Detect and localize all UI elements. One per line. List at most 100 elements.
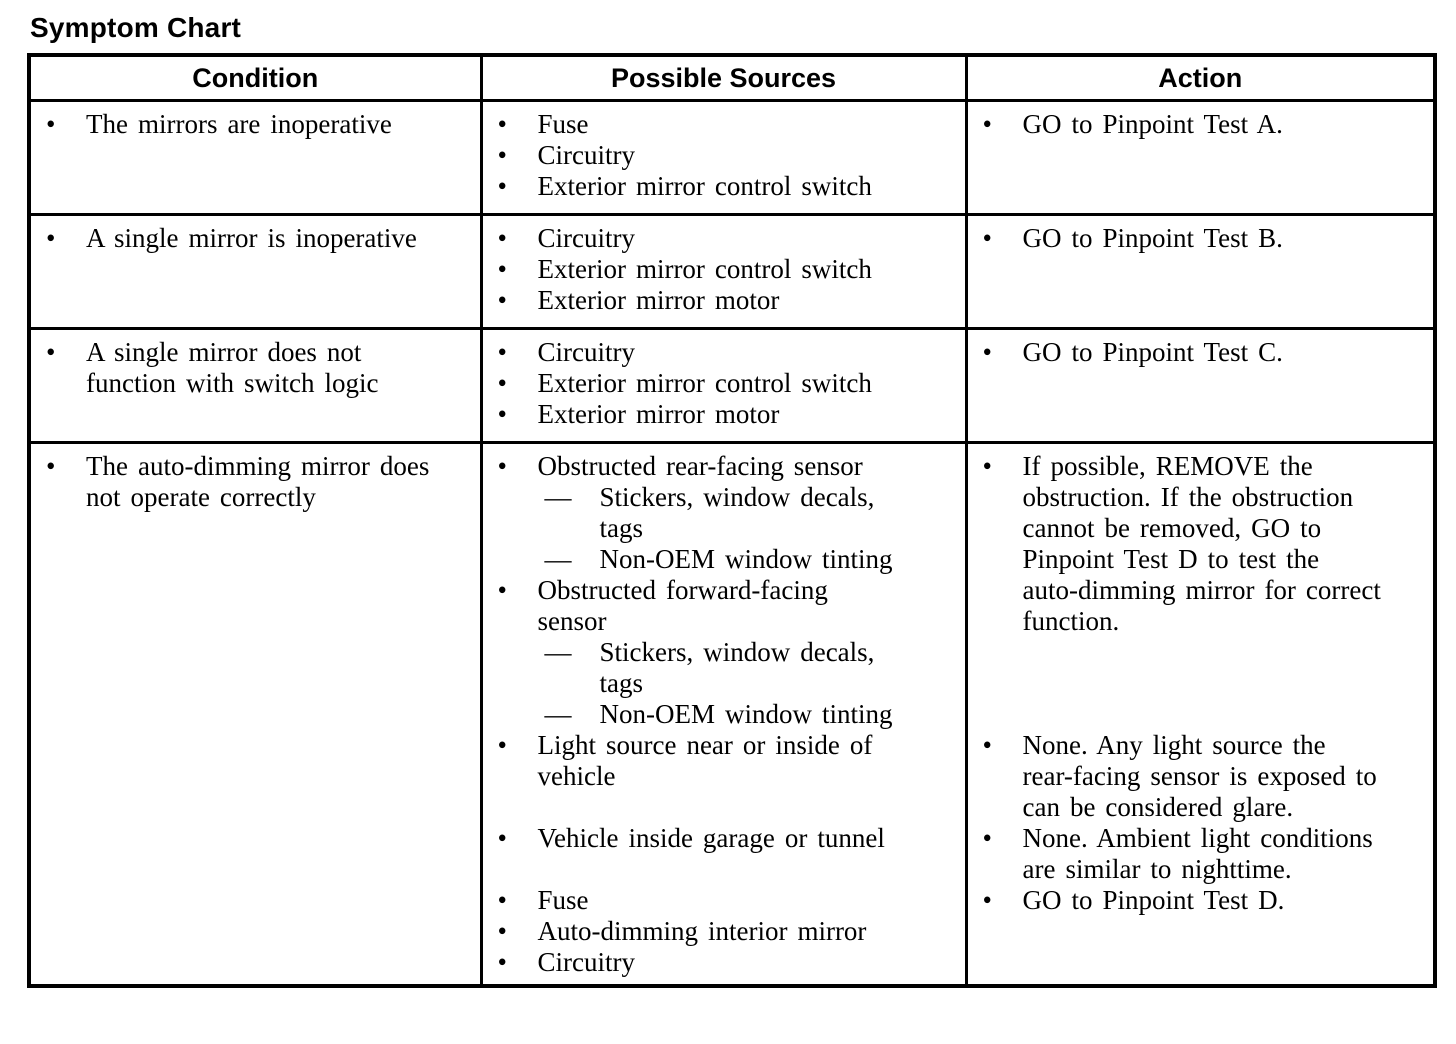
source-item: • Exterior mirror control switch <box>498 171 957 202</box>
table-row: • A single mirror is inoperative • Circuit… <box>27 213 1437 330</box>
bullet-icon: • <box>982 730 992 760</box>
source-text: Circuitry <box>537 337 635 367</box>
action-item: • GO to Pinpoint Test D. <box>983 885 1426 916</box>
source-item: • Exterior mirror control switch <box>498 254 957 285</box>
column-header-possible-sources: Possible Sources <box>479 53 968 102</box>
bullet-icon: • <box>497 223 507 253</box>
action-item: • GO to Pinpoint Test B. <box>983 223 1426 254</box>
bullet-icon: • <box>497 399 507 429</box>
condition-cell: • The auto-dimming mirror does not operat… <box>27 441 483 988</box>
symptom-chart-table: Condition Possible Sources Action •The m… <box>27 53 1437 988</box>
bullet-icon: • <box>497 140 507 170</box>
table-row: • The auto-dimming mirror does not operat… <box>27 441 1437 988</box>
source-item: • Exterior mirror motor <box>498 285 957 316</box>
source-subitem-text: Stickers, window decals, tags <box>599 482 875 543</box>
source-subitem: — Stickers, window decals, tags <box>545 637 957 699</box>
source-text: Vehicle inside garage or tunnel <box>537 823 885 853</box>
source-text: Exterior mirror control switch <box>537 254 872 284</box>
action-item: • GO to Pinpoint Test C. <box>983 337 1426 368</box>
bullet-icon: • <box>46 109 56 139</box>
possible-sources-group: • Vehicle inside garage or tunnel <box>483 823 965 885</box>
action-text: GO to Pinpoint Test C. <box>1022 337 1283 367</box>
bullet-icon: • <box>497 254 507 284</box>
bullet-icon: • <box>497 885 507 915</box>
action-item: •None. Any light source the rear-facing … <box>983 730 1426 823</box>
source-text: Exterior mirror control switch <box>537 171 872 201</box>
bullet-icon: • <box>497 947 507 977</box>
action-text: GO to Pinpoint Test A. <box>1022 109 1283 139</box>
action-cell: • GO to Pinpoint Test A. <box>964 99 1437 216</box>
possible-sources-group: • Obstructed rear-facing sensor — Stickers… <box>483 444 965 730</box>
column-header-condition: Condition <box>27 53 483 102</box>
bullet-icon: • <box>497 730 507 760</box>
source-text: Circuitry <box>537 140 635 170</box>
source-item: • Vehicle inside garage or tunnel <box>498 823 957 854</box>
condition-text: The auto-dimming mirror does not operate… <box>86 451 430 512</box>
action-text: GO to Pinpoint Test B. <box>1022 223 1283 253</box>
action-text: GO to Pinpoint Test D. <box>1022 885 1285 915</box>
bullet-icon: • <box>497 109 507 139</box>
source-subitem-text: Stickers, window decals, tags <box>599 637 875 698</box>
source-text: Circuitry <box>537 947 635 977</box>
action-item: • None. Ambient light conditions are simi… <box>983 823 1426 885</box>
condition-text: A single mirror is inoperative <box>86 223 417 253</box>
action-item: •If possible, REMOVE the obstruction. If… <box>983 451 1426 637</box>
bullet-icon: • <box>982 337 992 367</box>
bullet-icon: • <box>497 337 507 367</box>
source-subitem-text: Non-OEM window tinting <box>599 699 893 729</box>
bullet-icon: • <box>982 823 992 853</box>
source-text: Circuitry <box>537 223 635 253</box>
source-item: • Obstructed rear-facing sensor <box>498 451 957 482</box>
possible-sources-group: •Light source near or inside of vehicle <box>483 730 965 823</box>
source-subitem: —Non-OEM window tinting <box>545 544 957 575</box>
source-item: • Fuse <box>498 885 957 916</box>
condition-cell: • A single mirror is inoperative <box>27 213 483 330</box>
source-text: Exterior mirror motor <box>537 399 780 429</box>
source-text: Exterior mirror motor <box>537 285 780 315</box>
bullet-icon: • <box>46 337 56 367</box>
aligned-groups-grid: • Obstructed rear-facing sensor — Stickers… <box>483 444 1434 984</box>
action-text: None. Ambient light conditions are simil… <box>1022 823 1373 884</box>
bullet-icon: • <box>46 451 56 481</box>
column-header-action: Action <box>964 53 1437 102</box>
possible-sources-group: • Fuse • Auto-dimming interior mirror • Cir… <box>483 885 965 984</box>
action-item: • GO to Pinpoint Test A. <box>983 109 1426 140</box>
source-item: • Circuitry <box>498 337 957 368</box>
action-group: • None. Ambient light conditions are simi… <box>964 823 1434 885</box>
source-item: •Light source near or inside of vehicle <box>498 730 957 792</box>
bullet-icon: • <box>46 223 56 253</box>
bullet-icon: • <box>497 575 507 605</box>
bullet-icon: • <box>497 916 507 946</box>
condition-cell: •The mirrors are inoperative <box>27 99 483 216</box>
bullet-icon: • <box>497 171 507 201</box>
source-text: Auto-dimming interior mirror <box>537 916 867 946</box>
dash-icon: — <box>544 699 572 729</box>
action-text: If possible, REMOVE the obstruction. If … <box>1022 451 1381 636</box>
bullet-icon: • <box>982 223 992 253</box>
bullet-icon: • <box>497 285 507 315</box>
source-text: Obstructed forward-facing sensor <box>537 575 828 636</box>
source-item: • Circuitry <box>498 140 957 171</box>
action-group: • GO to Pinpoint Test D. <box>964 885 1434 984</box>
condition-item: •A single mirror does not function with … <box>46 337 472 399</box>
source-text: Exterior mirror control switch <box>537 368 872 398</box>
dash-icon: — <box>544 637 572 667</box>
source-text: Fuse <box>537 885 589 915</box>
header-row: Condition Possible Sources Action <box>27 53 1437 102</box>
page-title: Symptom Chart <box>30 12 242 43</box>
bullet-icon: • <box>497 451 507 481</box>
source-subitem: — Non-OEM window tinting <box>545 699 957 730</box>
table-row: •The mirrors are inoperative •Fuse •Circ… <box>27 99 1437 216</box>
source-item: • Exterior mirror motor <box>498 399 957 430</box>
action-cell: • GO to Pinpoint Test B. <box>964 213 1437 330</box>
action-group: •If possible, REMOVE the obstruction. If… <box>964 444 1434 730</box>
source-text: Obstructed rear-facing sensor <box>537 451 863 481</box>
source-item: • Obstructed forward-facing sensor <box>498 575 957 637</box>
bullet-icon: • <box>982 109 992 139</box>
bullet-icon: • <box>982 885 992 915</box>
condition-item: • A single mirror is inoperative <box>46 223 472 254</box>
source-subitem-text: Non-OEM window tinting <box>599 544 893 574</box>
condition-item: • The auto-dimming mirror does not operat… <box>46 451 472 513</box>
source-item: • Circuitry <box>498 947 957 978</box>
bullet-icon: • <box>497 823 507 853</box>
